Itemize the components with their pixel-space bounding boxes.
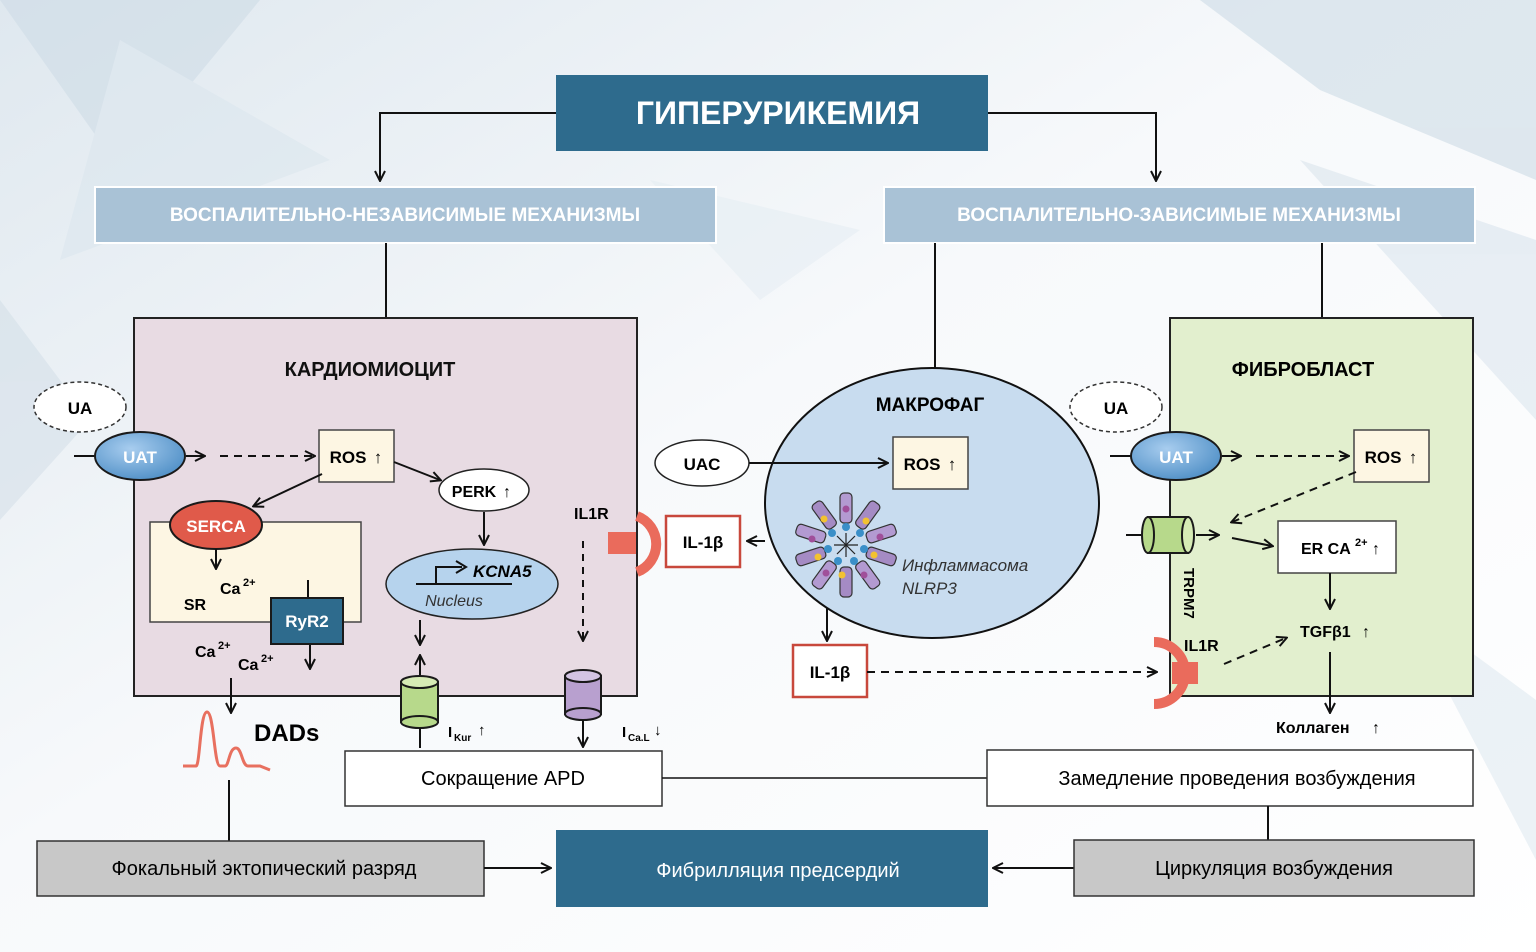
fibroblast-title: ФИБРОБЛАСТ bbox=[1232, 359, 1374, 381]
arrow-to-left-branch bbox=[380, 112, 556, 180]
ca-label-sr: Ca bbox=[220, 581, 241, 598]
ikur-channel bbox=[400, 675, 439, 729]
trpm7-label: TRPM7 bbox=[1180, 568, 1197, 619]
il1b-label-right: IL-1β bbox=[810, 663, 851, 682]
ikur-sub: Kur bbox=[454, 733, 471, 744]
uat-transporter-left bbox=[94, 431, 186, 481]
ical-label: I bbox=[622, 724, 626, 741]
il1r-to-tgfb-dashed bbox=[1223, 638, 1286, 665]
ca-sup-sr: 2+ bbox=[243, 577, 256, 589]
hyperuricemia-box bbox=[556, 75, 988, 151]
ros-label-cardio: ROS bbox=[330, 448, 367, 467]
il1r-label-fibro: IL1R bbox=[1184, 638, 1219, 655]
ical-down: ↓ bbox=[654, 722, 662, 739]
conduction-slowing-box bbox=[986, 749, 1474, 807]
fibroblast-cell bbox=[1169, 317, 1474, 697]
hyperuricemia-title: ГИПЕРУРИКЕМИЯ bbox=[636, 95, 920, 131]
sr-label: SR bbox=[184, 597, 207, 614]
kcna5-promoter-icon bbox=[455, 560, 468, 574]
il1r-stalk-cardio bbox=[608, 532, 636, 554]
ikur-label: I bbox=[448, 724, 452, 741]
er-ca-label: ER CA bbox=[1301, 541, 1351, 558]
reentry-label: Циркуляция возбуждения bbox=[1155, 858, 1393, 880]
ros-up-fibro: ↑ bbox=[1409, 448, 1418, 467]
ical-channel bbox=[564, 669, 602, 721]
uat-transporter-right bbox=[1130, 431, 1222, 481]
perk-label: PERK bbox=[452, 484, 497, 501]
arrow-to-right-branch bbox=[988, 112, 1156, 180]
inflammation-dependent-box bbox=[883, 186, 1476, 244]
ros-box-macro bbox=[892, 436, 969, 490]
ca-label-1: Ca bbox=[195, 644, 216, 661]
uac-label: UAC bbox=[684, 455, 721, 474]
ryr2-label: RyR2 bbox=[285, 612, 328, 631]
ryr2-channel bbox=[270, 597, 344, 645]
inflammation-dependent-label: ВОСПАЛИТЕЛЬНО-ЗАВИСИМЫЕ МЕХАНИЗМЫ bbox=[957, 205, 1401, 226]
il1b-box-left bbox=[664, 514, 742, 569]
ca-sup-1: 2+ bbox=[218, 640, 231, 652]
cardiomyocyte-title: КАРДИОМИОЦИТ bbox=[285, 359, 456, 381]
conduction-slowing-label: Замедление проведения возбуждения bbox=[1058, 768, 1415, 790]
il1r-label-cardio: IL1R bbox=[574, 506, 609, 523]
ros-to-perk-arrow bbox=[393, 461, 440, 480]
ua-molecule-left bbox=[33, 381, 127, 433]
er-ca-sup: 2+ bbox=[1355, 537, 1368, 549]
ros-box-fibro bbox=[1353, 429, 1430, 483]
trpm7-to-er-arrow bbox=[1231, 537, 1272, 546]
tgfb1-label: TGFβ1 bbox=[1300, 624, 1351, 641]
dads-trace bbox=[183, 710, 271, 772]
macrophage-title: МАКРОФАГ bbox=[876, 395, 985, 416]
ros-up-macro: ↑ bbox=[948, 455, 957, 474]
trpm7-channel bbox=[1141, 516, 1195, 554]
uat-label-right: UAT bbox=[1159, 448, 1193, 467]
reentry-box bbox=[1073, 839, 1475, 897]
ua-label-right: UA bbox=[1104, 399, 1129, 418]
ros-to-serca-arrow bbox=[254, 473, 323, 506]
ros-label-fibro: ROS bbox=[1365, 448, 1402, 467]
kcna5-label: KCNA5 bbox=[473, 562, 532, 581]
perk-oval bbox=[438, 468, 530, 512]
ical-sub: Ca.L bbox=[628, 733, 650, 744]
il1b-label-left: IL-1β bbox=[683, 533, 724, 552]
af-label: Фибрилляция предсердий bbox=[656, 860, 899, 882]
inflammation-independent-box bbox=[94, 186, 717, 244]
af-box bbox=[556, 830, 988, 907]
tgfb1-up: ↑ bbox=[1362, 624, 1370, 641]
nucleus-label: Nucleus bbox=[425, 593, 483, 610]
ca-label-2: Ca bbox=[238, 657, 259, 674]
inflammasome-label-2: NLRP3 bbox=[902, 579, 957, 598]
focal-discharge-label: Фокальный эктопический разряд bbox=[112, 858, 417, 880]
nlrp3-inflammasome-icon bbox=[795, 492, 897, 598]
inflammasome-label-1: Инфламмасома bbox=[902, 556, 1028, 575]
uat-label-left: UAT bbox=[123, 448, 157, 467]
ros-box-cardio bbox=[318, 429, 395, 483]
serca-label: SERCA bbox=[186, 517, 246, 536]
ikur-up: ↑ bbox=[478, 722, 486, 739]
collagen-label: Коллаген bbox=[1276, 720, 1350, 737]
er-ca-box bbox=[1277, 520, 1397, 574]
ua-molecule-right bbox=[1069, 381, 1163, 433]
apd-shortening-label: Сокращение APD bbox=[421, 768, 585, 790]
ros-label-macro: ROS bbox=[904, 455, 941, 474]
perk-up: ↑ bbox=[503, 484, 511, 501]
ros-up-cardio: ↑ bbox=[374, 448, 383, 467]
dads-label: DADs bbox=[254, 720, 319, 747]
il1b-box-right bbox=[791, 643, 869, 699]
er-ca-up: ↑ bbox=[1372, 541, 1380, 558]
focal-discharge-box bbox=[36, 840, 485, 897]
ca-sup-2: 2+ bbox=[261, 653, 274, 665]
kcna5-gene-track bbox=[416, 566, 512, 585]
collagen-up: ↑ bbox=[1372, 720, 1380, 737]
il1r-stalk-fibro bbox=[1172, 662, 1198, 684]
inflammation-independent-label: ВОСПАЛИТЕЛЬНО-НЕЗАВИСИМЫЕ МЕХАНИЗМЫ bbox=[170, 205, 640, 226]
il1r-receptor-cardio bbox=[634, 511, 662, 577]
ua-label-left: UA bbox=[68, 399, 93, 418]
